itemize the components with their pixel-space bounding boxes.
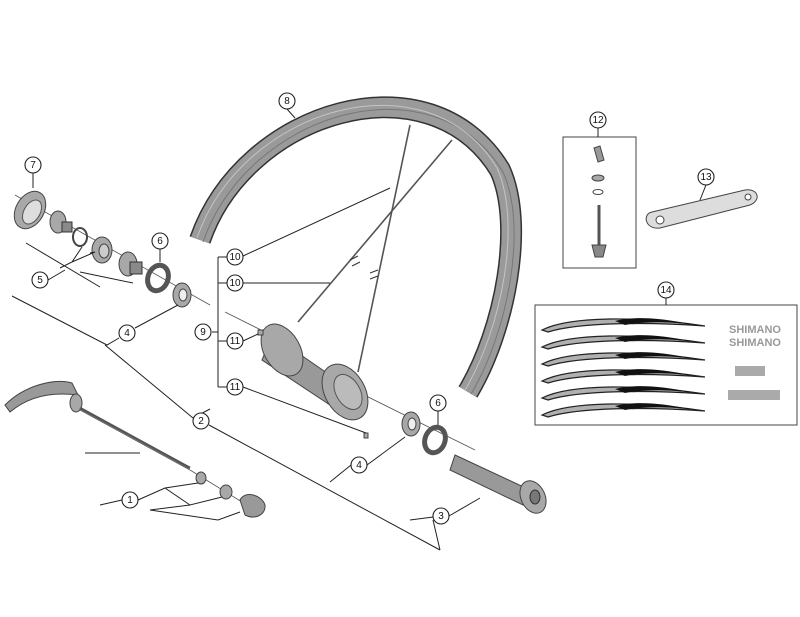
sticker-set-14: SHIMANO SHIMANO [534,304,798,426]
rim [189,96,523,398]
callout-5: 5 [31,271,49,289]
callout-12: 12 [589,111,607,129]
washer-6-right [422,424,448,456]
shimano-logo: SHIMANO [729,324,781,336]
rim-decal-accent [615,352,690,359]
rim-decal-accent [615,369,690,376]
spokes [297,124,453,373]
callout-number: 8 [284,96,290,107]
callout-7: 7 [24,156,42,174]
rim-decal-accent [615,386,690,393]
callout-number: 5 [37,275,43,286]
callout-circle [226,248,244,266]
callout-10: 10 [226,248,244,266]
nipple [257,329,264,336]
callout-circle [429,394,447,412]
callout-13: 13 [697,168,715,186]
callout-circle [350,456,368,474]
callout-number: 3 [438,511,444,522]
shimano-logo: SHIMANO [729,337,781,349]
callout-number: 2 [198,416,204,427]
callout-circle [118,324,136,342]
callout-number: 4 [356,460,362,471]
callout-number: 9 [200,327,206,338]
callout-10: 10 [226,274,244,292]
small-label-sticker [728,390,780,400]
callout-6: 6 [151,232,169,250]
callout-number: 6 [435,398,441,409]
callout-number: 10 [229,252,241,263]
callout-circle [432,507,450,525]
callout-1: 1 [121,491,139,509]
callout-circle [226,274,244,292]
callout-number: 12 [592,115,604,126]
callout-4: 4 [118,324,136,342]
callout-circle [24,156,42,174]
callout-number: 7 [30,160,36,171]
callout-circle [194,323,212,341]
cone-nut-4-left [172,282,192,308]
callout-circle [278,92,296,110]
bearing-parts-5 [49,210,143,277]
quick-release-skewer-1 [4,380,266,518]
spoke-tool-13 [645,189,758,229]
hub-body [257,323,369,439]
callout-11: 11 [226,332,244,350]
callout-circle [151,232,169,250]
callout-number: 10 [229,278,241,289]
callout-number: 1 [127,495,133,506]
axle-3 [449,454,547,514]
small-label-sticker [735,366,765,376]
lock-ring-7 [13,190,47,230]
callout-3: 3 [432,507,450,525]
callout-circle [226,378,244,396]
callout-circle [697,168,715,186]
washer-6-left [145,262,171,294]
valve-kit-12 [562,136,637,269]
callout-circle [589,111,607,129]
callout-number: 4 [124,328,130,339]
callout-11: 11 [226,378,244,396]
nipple [363,432,369,439]
callout-labels: 7 5 6 4 2 1 8 10 10 9 11 11 12 13 14 6 4 3 [24,92,715,525]
callout-number: 11 [230,382,241,393]
callout-circle [657,281,675,299]
callout-4: 4 [350,456,368,474]
callout-number: 11 [230,336,241,347]
callout-circle [226,332,244,350]
callout-number: 6 [157,236,163,247]
callout-6: 6 [429,394,447,412]
callout-number: 13 [700,172,712,183]
rim-decal-accent [615,335,690,342]
cone-nut-4-right [401,411,421,437]
callout-circle [121,491,139,509]
callout-2: 2 [192,412,210,430]
callout-number: 14 [660,285,672,296]
rim-decal-accent [615,403,690,410]
callout-circle [192,412,210,430]
rim-decal-accent [615,318,690,325]
callout-9: 9 [194,323,212,341]
callout-circle [31,271,49,289]
callout-14: 14 [657,281,675,299]
callout-8: 8 [278,92,296,110]
